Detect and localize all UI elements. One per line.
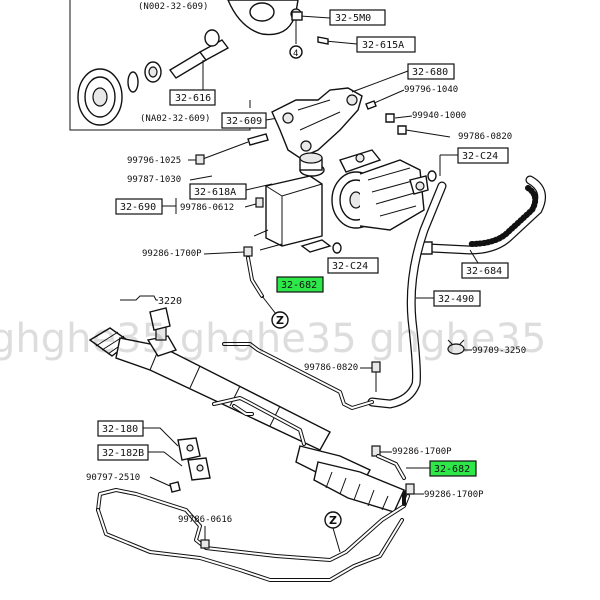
- label-32-682-upper: 32-682: [281, 280, 317, 291]
- label-32-618a: 32-618A: [194, 187, 236, 198]
- label-99940-1000: 99940-1000: [412, 111, 466, 121]
- label-32-680: 32-680: [412, 67, 448, 78]
- label-32-609: 32-609: [226, 116, 262, 127]
- note-na02: (NA02-32-609): [140, 114, 210, 124]
- label-box-32-c24-lower: [327, 257, 379, 274]
- return-hose-32-684: [419, 175, 547, 255]
- label-99786-0616: 99786-0616: [178, 515, 232, 525]
- label-90797-2510: 90797-2510: [86, 473, 140, 483]
- label-32-180: 32-180: [102, 424, 138, 435]
- label-99286-1700p-mid: 99286-1700P: [392, 447, 452, 457]
- label-32-182b: 32-182B: [102, 448, 144, 459]
- pressure-hose-32-490: [367, 181, 447, 409]
- label-32-616: 32-616: [175, 93, 211, 104]
- pump-housing-top: [227, 0, 302, 36]
- label-box-32-615a: [356, 36, 416, 53]
- label-32-615a: 32-615A: [362, 40, 404, 51]
- feed-pipes: [96, 342, 412, 582]
- pump-bracket: [271, 87, 363, 159]
- label-99796-1040: 99796-1040: [404, 85, 458, 95]
- label-3220: 3220: [158, 296, 182, 307]
- label-99787-1030: 99787-1030: [127, 175, 181, 185]
- label-99286-1700p-lower: 99286-1700P: [424, 490, 484, 500]
- label-32-690: 32-690: [120, 202, 156, 213]
- label-99786-0820-lower: 99786-0820: [304, 363, 358, 373]
- label-box-32-609: [221, 112, 267, 129]
- label-32-684: 32-684: [466, 266, 502, 277]
- pump-detail-inset: (N002-32-609) (NA02-32-609) 32-5M0: [69, 0, 416, 131]
- label-32-5m0: 32-5M0: [335, 13, 371, 24]
- steering-gear-rack: [88, 307, 405, 513]
- label-99796-1025: 99796-1025: [127, 156, 181, 166]
- watermark: ghghe35 ghghe35 ghghe35: [0, 316, 546, 362]
- pipe-clamps: [177, 437, 211, 481]
- callout-z-lower: Z: [329, 514, 337, 527]
- label-32-c24-lower: 32-C24: [332, 261, 368, 272]
- ref-3220: 3220: [120, 295, 182, 307]
- power-steering-pump: [331, 149, 429, 231]
- label-99709-3250: 99709-3250: [472, 346, 526, 356]
- callout-4-circle: [289, 45, 303, 59]
- pulley-assembly: [77, 29, 230, 126]
- label-99786-0820-top: 99786-0820: [458, 132, 512, 142]
- label-99286-1700p-upper: 99286-1700P: [142, 249, 202, 259]
- label-box-32-618a: [189, 183, 247, 200]
- label-32-490: 32-490: [438, 294, 474, 305]
- callout-z-upper-circle: [271, 311, 289, 329]
- label-99786-0612: 99786-0612: [180, 203, 234, 213]
- label-box-32-5m0: [329, 9, 386, 26]
- callout-4: 4: [293, 49, 298, 59]
- bolt-32-5m0: [291, 11, 331, 21]
- label-box-32-616: [169, 89, 216, 106]
- label-box-32-682-upper: [276, 276, 324, 293]
- label-32-682-lower: 32-682: [434, 464, 470, 475]
- callout-z-upper: Z: [276, 314, 284, 327]
- note-n002: (N002-32-609): [138, 2, 208, 12]
- reservoir-tank: [253, 152, 332, 253]
- label-32-c24-upper: 32-C24: [462, 151, 498, 162]
- label-box-32-684: [461, 262, 509, 279]
